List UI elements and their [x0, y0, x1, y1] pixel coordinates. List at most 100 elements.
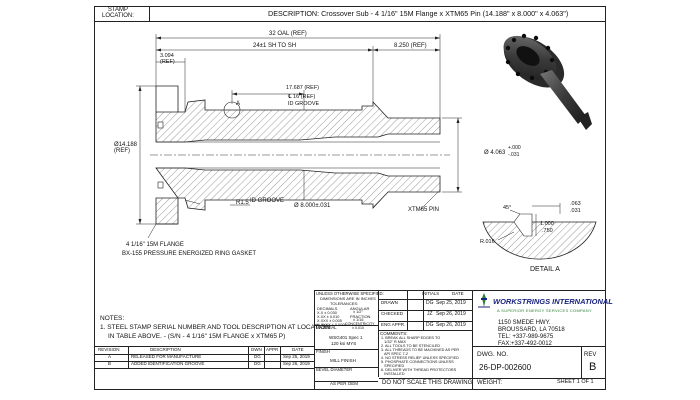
comment-line: 5. PHOSPHATE CONNECTIONS UNLESS — [381, 360, 454, 364]
comment-line: 1/32" R MAX — [381, 340, 406, 344]
spec-dec-4: X.XXXX ± 0.0005 — [317, 323, 347, 327]
spec-angular-label: ANGULAR — [350, 306, 370, 311]
label-xtm65-pin: XTM65 PIN — [408, 207, 440, 213]
detail-a-tol-bottom: .031 — [570, 208, 581, 214]
rev-a-description: RELEASED FOR MANUFACTURE — [131, 354, 202, 359]
rev-value: B — [589, 361, 597, 373]
dim-flange-thickness: 3.094 (REF) — [160, 53, 175, 65]
detail-a-title: DETAIL A — [530, 266, 560, 273]
upper-wall-section — [155, 86, 441, 143]
appr-drawn-initials: DG — [426, 300, 434, 306]
appr-eng-initials: DG — [426, 322, 434, 328]
spec-fraction-label: FRACTION — [350, 314, 371, 319]
spec-material-1: WSG401 Spec 1 — [329, 335, 363, 340]
dim-oal: 32 OAL (REF) — [268, 31, 308, 37]
spec-dec-3: X.XXX ± 0.005 — [317, 319, 342, 323]
spec-tol: TOLERANCES: — [330, 301, 359, 306]
spec-dec-1: X.X ± 0.030 — [317, 311, 337, 315]
dim-centerline-ref: ℄ 16 (REF) — [288, 94, 316, 100]
comment-line: SPECIFIED — [381, 364, 405, 368]
company-address-1: 1150 SMEDE HWY. — [498, 320, 551, 326]
notes-line-2: IN TABLE ABOVE. - (S/N - 4 1/16" 15M FLA… — [108, 333, 286, 340]
rev-header-dwn: DWN — [251, 347, 262, 352]
company-name: WORKSTRINGS INTERNATIONAL — [493, 297, 613, 306]
comment-line: 6. DELIVER WITH THREAD PROTECTORS — [381, 368, 457, 372]
company-block — [472, 290, 606, 346]
dim-pin-length: 8.250 (REF) — [393, 43, 428, 49]
title-block — [379, 346, 606, 390]
spec-fraction-value: ± 1/16 — [353, 318, 364, 322]
drawing-frame — [94, 6, 606, 390]
rev-b-date: Sep 26, 2019 — [283, 361, 310, 366]
dimension-arrows — [138, 36, 460, 224]
appr-drawn-label: DRAWN — [381, 300, 398, 305]
detail-a-callout-letter: A — [236, 101, 241, 107]
rev-b-letter: B — [108, 361, 112, 366]
spec-concentricity-label: CONCENTRICITY — [345, 322, 375, 326]
dim-groove-location: 17.687 (REF) — [286, 85, 320, 91]
detail-a-radius: R.016 — [480, 239, 495, 245]
revision-table — [94, 346, 314, 369]
detail-a-view — [482, 203, 597, 260]
spec-unless: UNLESS OTHERWISE SPECIFIED: — [316, 291, 384, 296]
dimension-lines — [136, 34, 462, 239]
comment-line: 2. ALL TOOLS TO BE STENCILED — [381, 344, 441, 348]
appr-drawn-date: Sep 25, 2019 — [436, 300, 466, 306]
comment-line: INSTALLED — [381, 372, 405, 376]
dim-flange-od: Ø14.188 (REF) — [114, 142, 138, 154]
appr-checked-initials: JZ — [427, 311, 433, 317]
comments-title: COMMENTS: — [380, 331, 408, 336]
lower-wall-section — [155, 167, 441, 225]
spec-finish-label: FINISH — [316, 349, 330, 354]
detail-a-depth-bottom: .750 — [542, 228, 553, 234]
dim-pin-od-tol-bottom: -.031 — [508, 152, 520, 158]
dim-bore: Ø 8.000±.031 — [294, 203, 331, 209]
dim-radius: R1.5 — [236, 200, 249, 206]
spec-dims: DIMENSIONS ARE IN INCHES — [320, 296, 376, 301]
notes-title: NOTES: — [100, 315, 125, 322]
company-logo-icon — [478, 293, 490, 308]
rev-label: REV — [584, 352, 597, 358]
spec-material-2: 120 ksi MYS — [331, 341, 357, 346]
appr-eng-date: Sep 26, 2019 — [436, 322, 466, 328]
spec-concentricity-value: ± 0.010 — [352, 326, 364, 330]
appr-eng-label: ENG APPR. — [381, 322, 406, 327]
detail-a-angle: 45° — [503, 205, 512, 211]
stamp-label: STAMP LOCATION: — [102, 7, 134, 19]
spec-bevel-value: AS PER OEM — [330, 381, 359, 386]
spec-angular-value: ± 1/2° — [353, 310, 363, 314]
ring-groove-bottom — [157, 181, 164, 189]
comment-line: API SPEC 7-2 — [381, 352, 409, 356]
label-id-groove-top: ID GROOVE — [288, 101, 320, 107]
spec-decimals-label: DECIMALS — [317, 306, 338, 311]
rev-header-description: DESCRIPTION — [150, 347, 181, 352]
part-3d-render — [503, 33, 592, 130]
dim-sh-to-sh: 24±1 SH TO SH — [252, 43, 298, 49]
ring-groove-top — [157, 121, 164, 129]
company-fax: FAX:+337-492-0012 — [498, 341, 552, 347]
appr-checked-date: Sep 26, 2019 — [436, 311, 466, 317]
dim-pin-od: Ø 4.063 — [484, 150, 506, 156]
spec-block — [314, 290, 378, 390]
do-not-scale: DO NOT SCALE THIS DRAWING — [382, 380, 473, 386]
sheet-count: SHEET 1 OF 1 — [557, 379, 594, 385]
part-section-view — [136, 33, 597, 260]
flange-outline — [156, 85, 179, 225]
spec-finish-value: MILL FINISH — [330, 358, 356, 363]
rev-header-date: DATE — [292, 347, 304, 352]
spec-material-label: MATERIAL — [316, 325, 337, 330]
spec-bevel-label: BEVEL DIAMETER — [316, 367, 353, 372]
note-flange: 4 1/16" 15M FLANGE — [126, 242, 184, 248]
approvals-table — [378, 290, 472, 331]
rev-b-description: ADDED IDENTIFICATION GROOVE — [131, 361, 205, 366]
detail-a-depth-top: 1.000 — [540, 221, 554, 227]
comment-line: 1. BREAK ALL SHARP EDGES TO — [381, 336, 441, 340]
rev-header-appr: APPR — [266, 347, 279, 352]
stamp-cell — [94, 6, 150, 22]
company-tagline: A SUPERIOR ENERGY SERVICES COMPANY — [497, 308, 592, 313]
appr-checked-label: CHECKED — [381, 311, 404, 316]
label-id-groove-bottom: ID GROOVE — [250, 198, 285, 204]
company-tel: TEL: +337-989-9675 — [498, 334, 554, 340]
dim-pin-od-tol-top: +.000 — [508, 145, 521, 151]
